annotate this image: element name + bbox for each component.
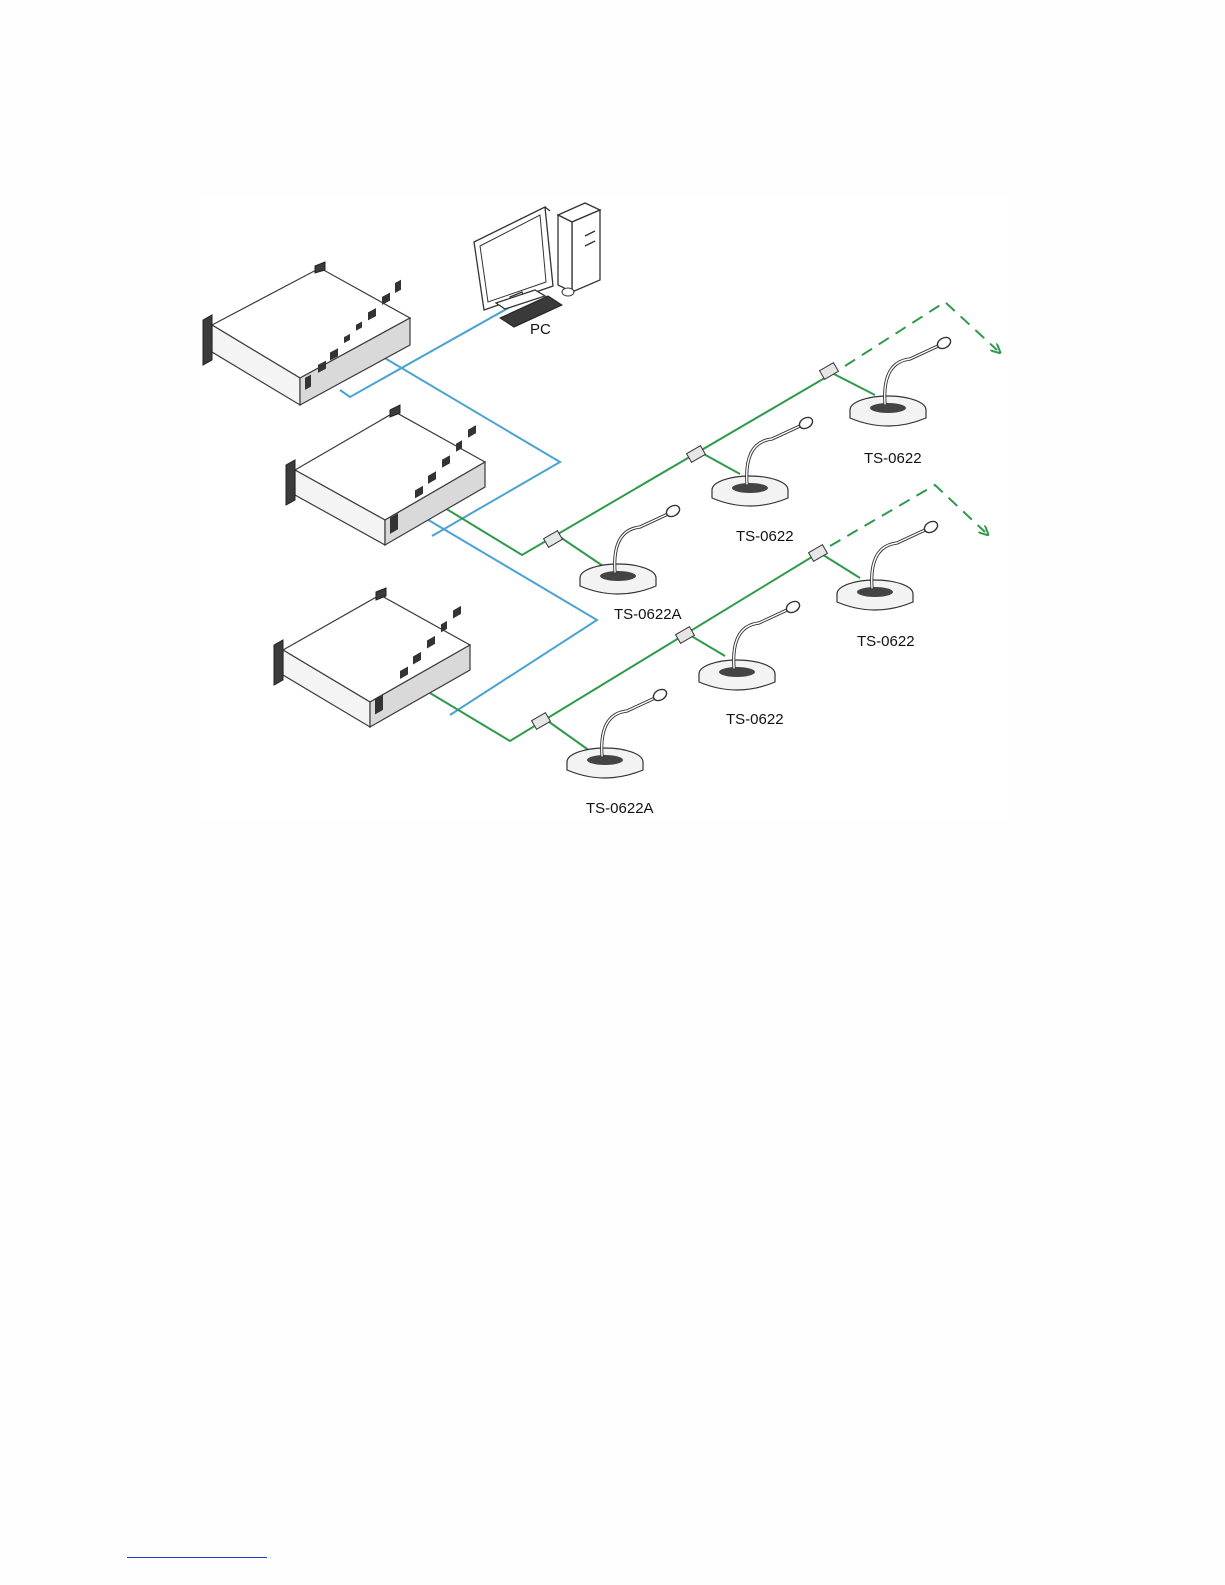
row1-mic-b-label: TS-0622 bbox=[736, 528, 794, 545]
row2-mic-b-label: TS-0622 bbox=[726, 711, 784, 728]
row1-mic-a-label: TS-0622A bbox=[614, 606, 682, 623]
row2-mic-c-label: TS-0622 bbox=[857, 633, 915, 650]
footnote-separator bbox=[127, 1557, 267, 1558]
row2-mic-a-label: TS-0622A bbox=[586, 800, 654, 817]
pc-label: PC bbox=[530, 321, 551, 338]
row1-mic-c-label: TS-0622 bbox=[864, 450, 922, 467]
